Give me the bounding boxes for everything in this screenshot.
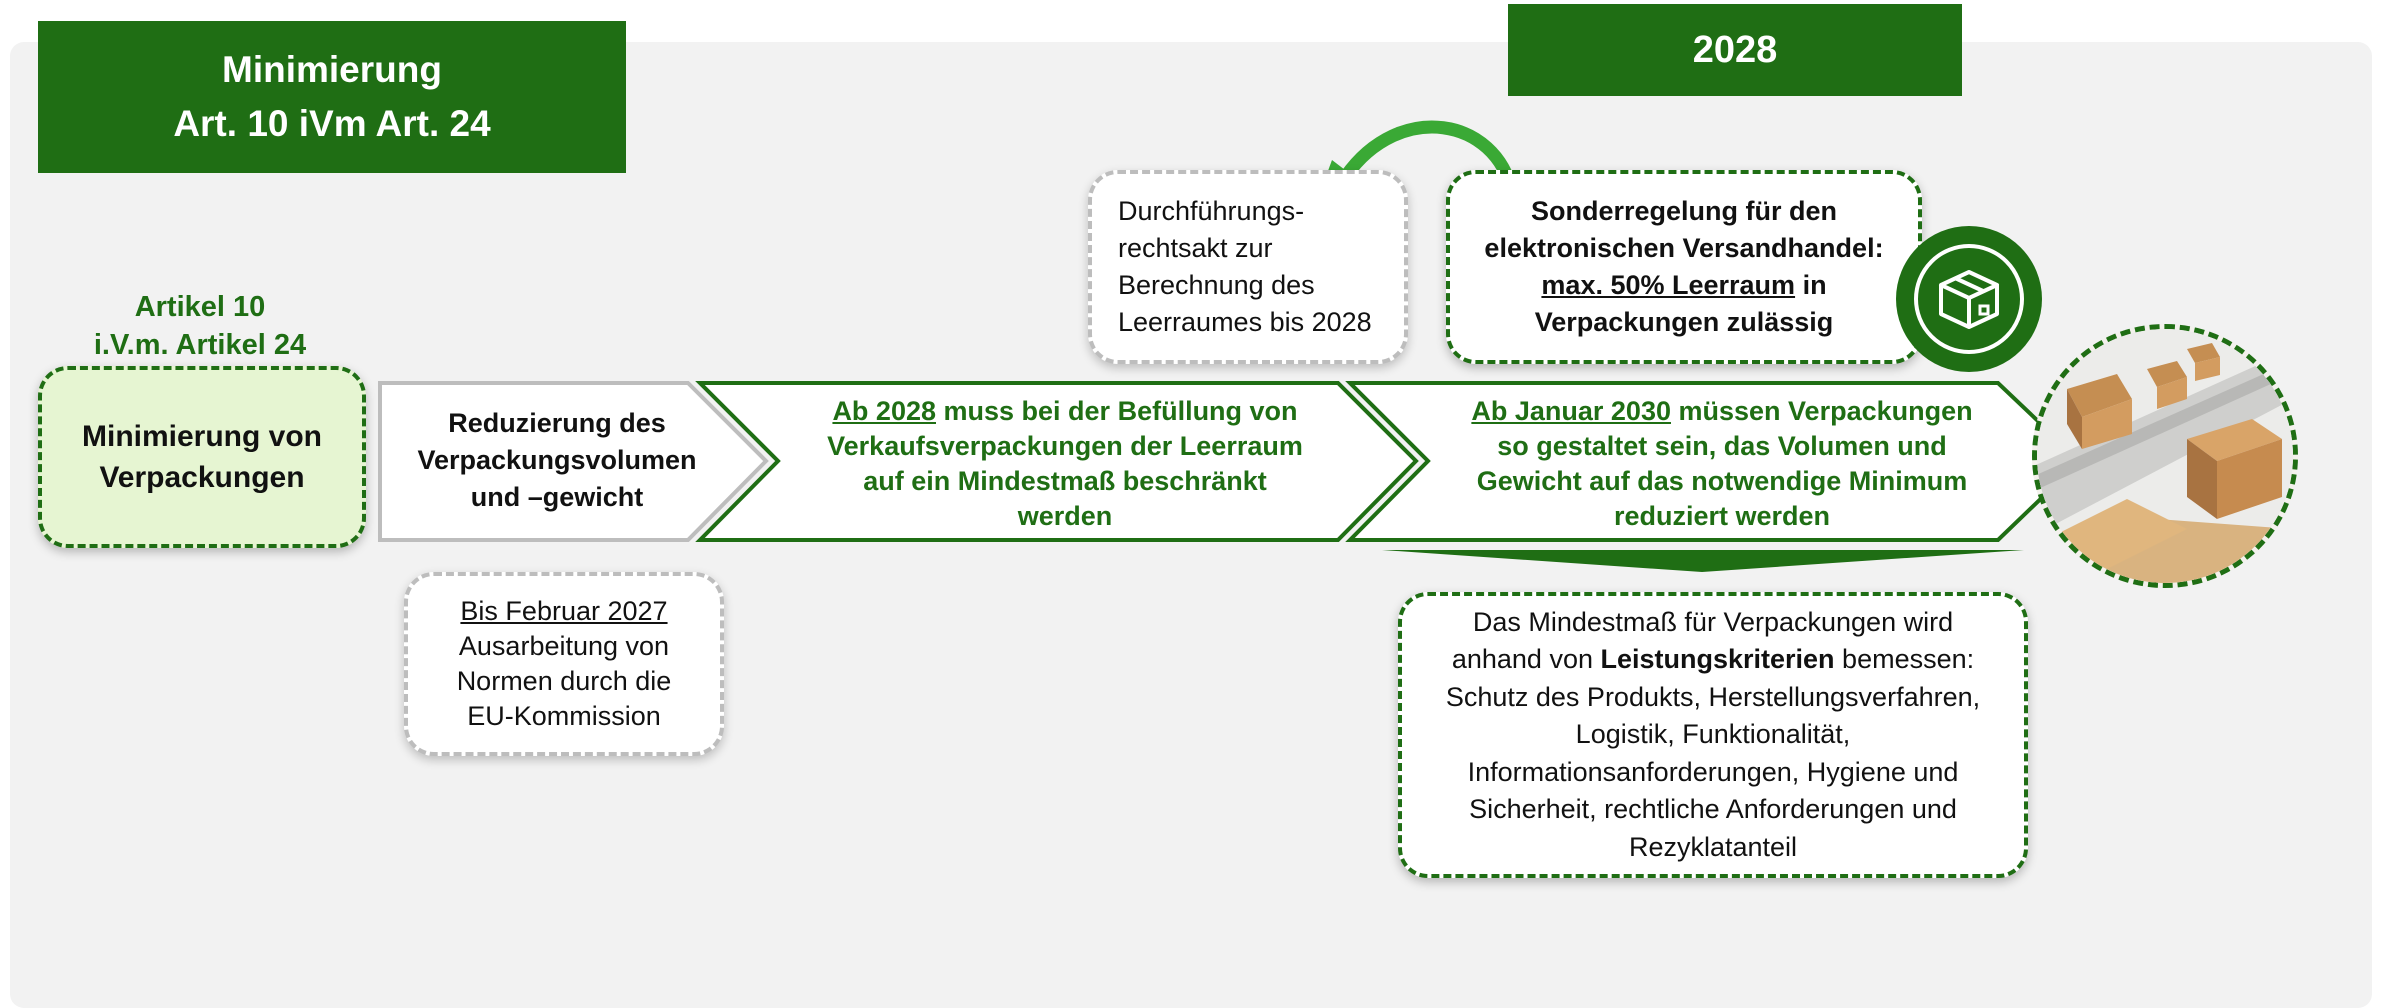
implementing-line2: rechtsakt zur bbox=[1118, 233, 1273, 263]
article-label-line1: Artikel 10 bbox=[134, 291, 266, 323]
criteria-line6: Sicherheit, rechtliche Anforderungen und bbox=[1469, 794, 1957, 825]
criteria-keyword: Leistungskriterien bbox=[1600, 644, 1835, 675]
step-2028-line4: werden bbox=[1017, 501, 1113, 531]
criteria-box: Das Mindestmaß für Verpackungen wird anh… bbox=[1398, 592, 2028, 878]
step-2028: Ab 2028 muss bei der Befüllung von Verka… bbox=[790, 394, 1340, 534]
norms-box: Bis Februar 2027 Ausarbeitung von Normen… bbox=[404, 572, 724, 756]
step-2030-line3: Gewicht auf das notwendige Minimum bbox=[1476, 466, 1968, 496]
minimization-line2: Verpackungen bbox=[99, 461, 305, 494]
implementing-act-box: Durchführungs- rechtsakt zur Berechnung … bbox=[1088, 170, 1408, 364]
criteria-line2-post: bemessen: bbox=[1834, 644, 1975, 675]
minimization-box: Minimierung von Verpackungen bbox=[38, 366, 366, 548]
reduction-line2: Verpackungsvolumen bbox=[417, 445, 697, 475]
reduction-line1: Reduzierung des bbox=[448, 408, 666, 438]
implementing-line3: Berechnung des bbox=[1118, 270, 1315, 300]
step-2028-line3: auf ein Mindestmaß beschränkt bbox=[863, 466, 1267, 496]
norms-line3: Normen durch die bbox=[456, 666, 672, 696]
header-left-line1: Minimierung bbox=[222, 49, 442, 90]
norms-date: Bis Februar 2027 bbox=[460, 596, 668, 626]
step-2028-line2: Verkaufsverpackungen der Leerraum bbox=[827, 431, 1303, 461]
implementing-line4: Leerraumes bis 2028 bbox=[1118, 307, 1372, 337]
step-reduction: Reduzierung des Verpackungsvolumen und –… bbox=[392, 405, 722, 516]
ecommerce-line3: in bbox=[1795, 270, 1827, 300]
article-label-line2: i.V.m. Artikel 24 bbox=[93, 329, 307, 361]
ecommerce-line2: elektronischen Versandhandel: bbox=[1484, 233, 1884, 263]
ecommerce-line1: Sonderregelung für den bbox=[1530, 196, 1837, 226]
step-2028-line1: muss bei der Befüllung von bbox=[936, 396, 1298, 426]
conveyor-boxes-photo bbox=[2032, 324, 2298, 588]
header-left-line2: Art. 10 iVm Art. 24 bbox=[173, 103, 491, 144]
header-year-text: 2028 bbox=[1692, 28, 1778, 71]
ecommerce-line4: Verpackungen zulässig bbox=[1534, 307, 1834, 337]
header-minimierung: Minimierung Art. 10 iVm Art. 24 bbox=[38, 21, 626, 173]
package-box-icon bbox=[1896, 226, 2042, 372]
criteria-line5: Informationsanforderungen, Hygiene und bbox=[1467, 756, 1959, 787]
reduction-line3: und –gewicht bbox=[470, 482, 644, 512]
ecommerce-limit: max. 50% Leerraum bbox=[1541, 270, 1796, 300]
criteria-line3: Schutz des Produkts, Herstellungsverfahr… bbox=[1445, 681, 1981, 712]
step-2030: Ab Januar 2030 müssen Verpackungen so ge… bbox=[1430, 394, 2014, 534]
minimization-line1: Minimierung von bbox=[82, 420, 322, 453]
step-2030-line1: müssen Verpackungen bbox=[1670, 396, 1973, 426]
step-2028-date: Ab 2028 bbox=[832, 396, 936, 426]
criteria-line7: Rezyklatanteil bbox=[1628, 831, 1798, 862]
ecommerce-box: Sonderregelung für den elektronischen Ve… bbox=[1446, 170, 1922, 364]
criteria-line4: Logistik, Funktionalität, bbox=[1575, 719, 1851, 750]
criteria-line1: Das Mindestmaß für Verpackungen wird bbox=[1472, 606, 1954, 637]
header-year: 2028 bbox=[1508, 4, 1962, 96]
step-2030-date: Ab Januar 2030 bbox=[1471, 396, 1671, 426]
article-label: Artikel 10 i.V.m. Artikel 24 bbox=[60, 288, 340, 364]
criteria-line2-pre: anhand von bbox=[1451, 644, 1601, 675]
step-2030-line4: reduziert werden bbox=[1613, 501, 1831, 531]
implementing-line1: Durchführungs- bbox=[1118, 196, 1305, 226]
norms-line2: Ausarbeitung von bbox=[458, 631, 670, 661]
norms-line4: EU-Kommission bbox=[467, 701, 661, 731]
step-2030-line2: so gestaltet sein, das Volumen und bbox=[1497, 431, 1947, 461]
